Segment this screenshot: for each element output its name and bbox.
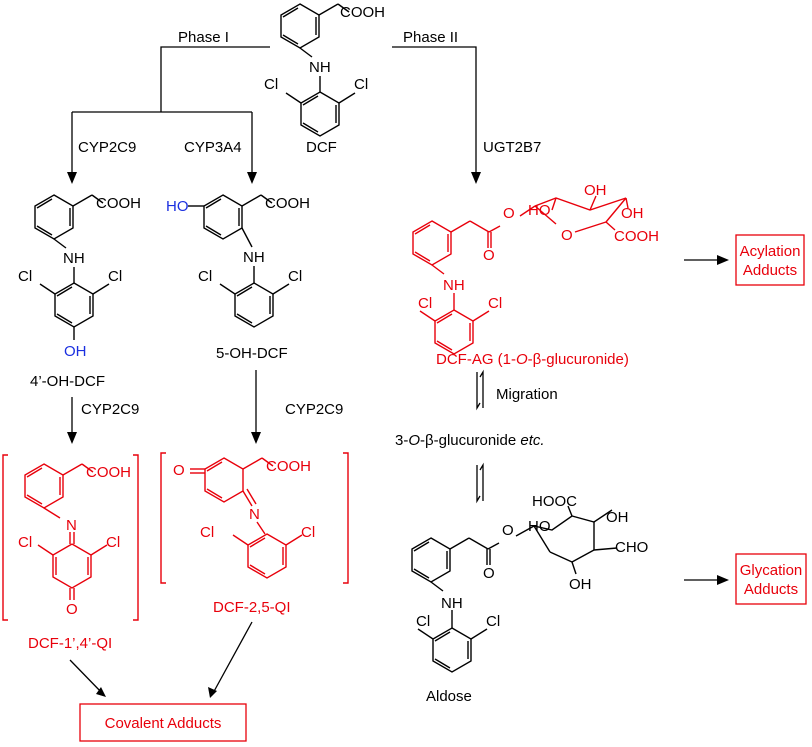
qi14-o-label: O bbox=[66, 601, 78, 618]
aldose-structure: O O HOOC HO OH CHO OH NH Cl Cl Aldose bbox=[411, 493, 648, 705]
aldose-label: Aldose bbox=[426, 688, 472, 705]
ag-ester-o-label: O bbox=[503, 205, 515, 222]
aldose-cl-left-label: Cl bbox=[416, 613, 430, 630]
covalent-adducts-label: Covalent Adducts bbox=[105, 715, 222, 732]
acylation-adducts-box bbox=[735, 234, 805, 286]
oh4-cl-left-label: Cl bbox=[18, 268, 32, 285]
oh5-cl-left-label: Cl bbox=[198, 268, 212, 285]
ag-ho-label: HO bbox=[528, 202, 551, 219]
aldose-carbonyl-o-label: O bbox=[483, 565, 495, 582]
qi25-n-label: N bbox=[249, 506, 260, 523]
dcf-ag-structure: O O HO OH OH O COOH NH Cl Cl DCF-AG (1-O… bbox=[412, 182, 659, 368]
aldose-oh-bottom-label: OH bbox=[569, 576, 592, 593]
oh5-dcf-label: 5-OH-DCF bbox=[216, 345, 288, 362]
enzyme-ugt2b7-label: UGT2B7 bbox=[483, 139, 541, 156]
acylation-adducts-label-1: Acylation bbox=[740, 243, 801, 260]
oh5-cl-right-label: Cl bbox=[288, 268, 302, 285]
oh4-cooh-label: COOH bbox=[96, 195, 141, 212]
ag-cl-right-label: Cl bbox=[488, 295, 502, 312]
dcf-25-qi-structure: O COOH N Cl Cl DCF-2,5-QI bbox=[160, 452, 349, 616]
qi14-cooh-label: COOH bbox=[86, 464, 131, 481]
dcf-14-qi-label: DCF-1’,4’-QI bbox=[28, 635, 112, 652]
aldose-ho-label: HO bbox=[528, 518, 551, 535]
glycation-adducts-box bbox=[735, 553, 807, 605]
cyp2c9-oxidation-arrows bbox=[67, 370, 261, 444]
qi14-cl-left-label: Cl bbox=[18, 534, 32, 551]
oh5-hydroxyl-label: HO bbox=[166, 198, 189, 215]
oh4-cl-right-label: Cl bbox=[108, 268, 122, 285]
aldose-cho-label: CHO bbox=[615, 539, 648, 556]
phase-1-label: Phase I bbox=[178, 29, 229, 46]
ag-carbonyl-o-label: O bbox=[483, 247, 495, 264]
aldose-ester-o-label: O bbox=[502, 522, 514, 539]
glycation-adducts-label-1: Glycation bbox=[740, 562, 803, 579]
qi25-cl-left-label: Cl bbox=[200, 524, 214, 541]
oh4-hydroxyl-label: OH bbox=[64, 343, 87, 360]
oh5-cooh-label: COOH bbox=[265, 195, 310, 212]
enzyme-cyp2c9-label-3: CYP2C9 bbox=[285, 401, 343, 418]
glucuronide-3-label: 3-O-β-glucuronide etc. bbox=[395, 432, 545, 449]
ag-cooh-label: COOH bbox=[614, 228, 659, 245]
ag-oh-top-label: OH bbox=[584, 182, 607, 199]
covalent-arrows bbox=[69, 621, 253, 698]
aldose-nh-label: NH bbox=[441, 595, 463, 612]
oh5-dcf-structure: HO COOH NH Cl Cl 5-OH-DCF bbox=[166, 194, 310, 362]
oh4-dcf-label: 4’-OH-DCF bbox=[30, 373, 105, 390]
phase-branch-arrows bbox=[67, 46, 481, 184]
acylation-adducts-label-2: Adducts bbox=[743, 262, 797, 279]
dcf-14-qi-structure: COOH N Cl Cl O DCF-1’,4’-QI bbox=[2, 454, 139, 652]
glycation-arrowhead bbox=[717, 575, 729, 585]
enzyme-cyp3a4-label: CYP3A4 bbox=[184, 139, 242, 156]
aldose-oh-top-label: OH bbox=[606, 509, 629, 526]
aldose-cl-right-label: Cl bbox=[486, 613, 500, 630]
covalent-adducts-box bbox=[79, 703, 247, 742]
dcf-cooh-label: COOH bbox=[340, 4, 385, 21]
phase-2-label: Phase II bbox=[403, 29, 458, 46]
oh5-nh-label: NH bbox=[243, 249, 265, 266]
dcf-ag-label: DCF-AG (1-O-β-glucuronide) bbox=[436, 351, 629, 368]
migration-equilibrium-arrows bbox=[476, 369, 484, 504]
dcf-cl-right-label: Cl bbox=[354, 76, 368, 93]
oh4-dcf-structure: COOH NH Cl Cl OH 4’-OH-DCF bbox=[18, 194, 141, 390]
aldose-hooc-label: HOOC bbox=[532, 493, 577, 510]
ag-cl-left-label: Cl bbox=[418, 295, 432, 312]
qi14-n-label: N bbox=[66, 517, 77, 534]
oh4-nh-label: NH bbox=[63, 250, 85, 267]
ag-nh-label: NH bbox=[443, 277, 465, 294]
enzyme-cyp2c9-label-2: CYP2C9 bbox=[81, 401, 139, 418]
dcf-label: DCF bbox=[306, 139, 337, 156]
migration-label: Migration bbox=[496, 386, 558, 403]
enzyme-cyp2c9-label: CYP2C9 bbox=[78, 139, 136, 156]
dcf-25-qi-label: DCF-2,5-QI bbox=[213, 599, 291, 616]
qi25-cooh-label: COOH bbox=[266, 458, 311, 475]
ag-ring-o-label: O bbox=[561, 227, 573, 244]
ag-oh-right-label: OH bbox=[621, 205, 644, 222]
dcf-cl-left-label: Cl bbox=[264, 76, 278, 93]
dcf-structure: COOH NH Cl Cl DCF bbox=[264, 3, 385, 156]
acylation-arrowhead bbox=[717, 255, 729, 265]
glycation-adducts-label-2: Adducts bbox=[744, 581, 798, 598]
qi25-cl-right-label: Cl bbox=[301, 524, 315, 541]
qi14-cl-right-label: Cl bbox=[106, 534, 120, 551]
qi25-o-label: O bbox=[173, 462, 185, 479]
dcf-nh-label: NH bbox=[309, 59, 331, 76]
